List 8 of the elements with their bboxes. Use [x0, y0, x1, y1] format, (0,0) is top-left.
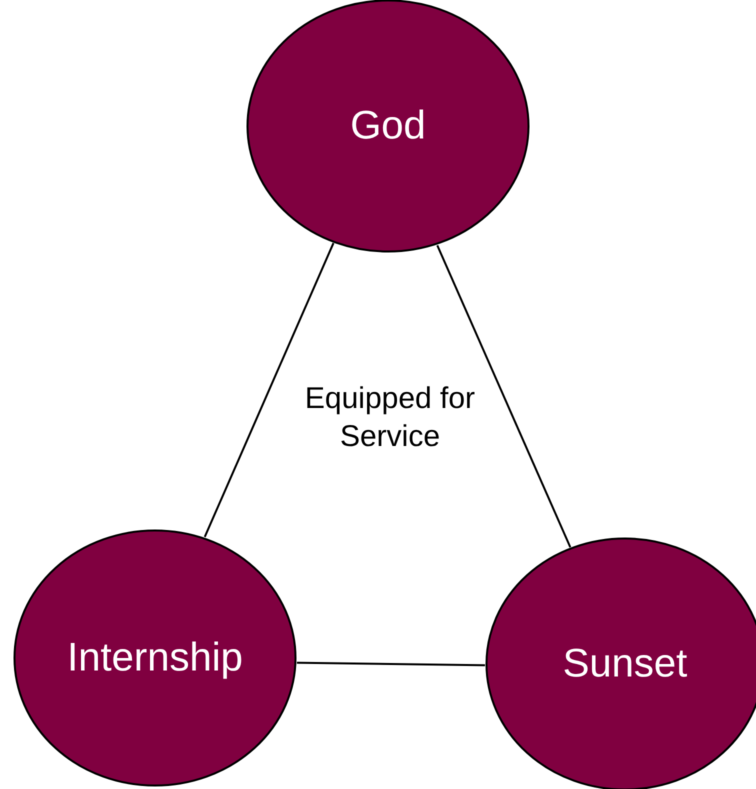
- connector-line: [204, 242, 334, 538]
- node-label: God: [349, 104, 427, 148]
- circle-node: [13, 529, 297, 787]
- node-label: Sunset: [562, 642, 688, 686]
- connector-line: [296, 662, 485, 666]
- node-label: Internship: [66, 636, 244, 680]
- center-text: Equipped for Service: [304, 381, 476, 455]
- connector-line: [436, 244, 572, 548]
